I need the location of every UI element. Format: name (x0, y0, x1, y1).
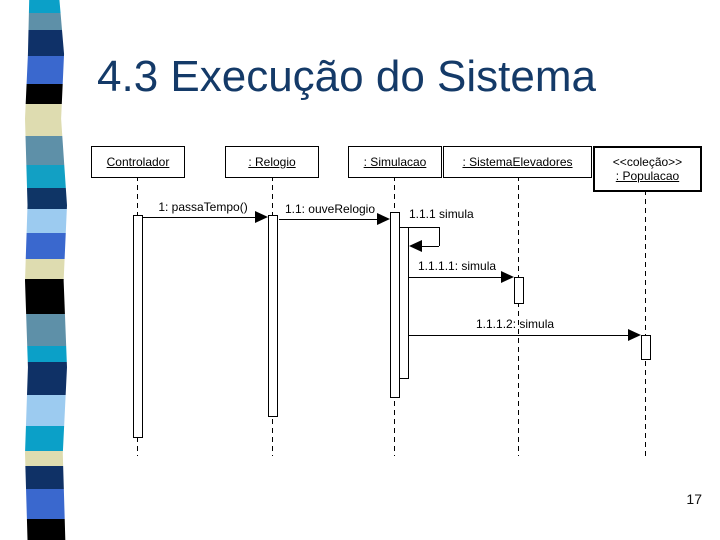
object-box-sistemaelevadores: : SistemaElevadores (443, 146, 592, 178)
ribbon-segment (25, 279, 67, 314)
ribbon-segment (25, 30, 67, 56)
object-box-simulacao: : Simulacao (348, 146, 442, 178)
object-label: Controlador (106, 155, 170, 169)
activation-relogio (268, 215, 278, 417)
object-label: : Populacao (615, 169, 680, 183)
ribbon-segment (25, 136, 67, 165)
object-stereotype: <<coleção>> (612, 155, 683, 169)
ribbon-segment (25, 314, 67, 346)
message-4-label: 1.1.1.1: simula (418, 259, 497, 273)
activation-simulacao-nested (399, 227, 409, 379)
ribbon-segment (25, 104, 67, 136)
ribbon-segment (25, 13, 67, 30)
message-1-label: 1: passaTempo() (158, 200, 248, 214)
object-box-relogio: : Relogio (225, 146, 319, 178)
ribbon-segment (25, 426, 67, 451)
message-2-line (279, 219, 377, 220)
message-5-label: 1.1.1.2: simula (476, 317, 555, 331)
ribbon-segment (25, 165, 67, 188)
ribbon-segment (25, 395, 67, 426)
slide-title: 4.3 Execução do Sistema (97, 52, 596, 101)
decorative-ribbon (25, 0, 67, 540)
ribbon-segment (25, 84, 67, 104)
lifeline-populacao (645, 190, 646, 456)
message-2-label: 1.1: ouveRelogio (284, 202, 376, 216)
ribbon-segment (25, 233, 67, 259)
message-1-arrowhead (255, 211, 268, 223)
ribbon-segment (25, 188, 67, 209)
activation-sistemaelevadores (514, 277, 524, 304)
ribbon-segment (25, 451, 67, 466)
message-4-arrowhead (501, 271, 514, 283)
ribbon-segment (25, 56, 67, 84)
message-5-arrowhead (628, 329, 641, 341)
message-1-line (143, 217, 255, 218)
ribbon-segment (25, 489, 67, 519)
object-label: : Simulacao (363, 155, 427, 169)
ribbon-segment (25, 209, 67, 233)
object-box-controlador: Controlador (91, 146, 185, 178)
ribbon-segment (25, 0, 67, 13)
message-3-label: 1.1.1 simula (409, 207, 474, 221)
message-3-loop-bottom (421, 246, 439, 247)
message-4-line (409, 277, 501, 278)
ribbon-segment (25, 466, 67, 489)
page-number: 17 (686, 491, 702, 507)
message-3-arrowhead (409, 240, 422, 252)
object-label: : Relogio (248, 155, 296, 169)
object-label: : SistemaElevadores (462, 155, 573, 169)
message-2-arrowhead (377, 213, 390, 225)
lifeline-sistemaelevadores (518, 176, 519, 456)
activation-controlador (133, 215, 143, 438)
activation-populacao (641, 335, 651, 360)
message-3-loop-side (439, 227, 440, 246)
ribbon-segment (25, 346, 67, 362)
message-3-loop-top (409, 227, 439, 228)
message-5-line (409, 335, 628, 336)
ribbon-segment (25, 362, 67, 395)
object-box-populacao: <<coleção>> : Populacao (593, 146, 702, 192)
ribbon-segment (25, 259, 67, 279)
ribbon-segment (25, 519, 67, 540)
